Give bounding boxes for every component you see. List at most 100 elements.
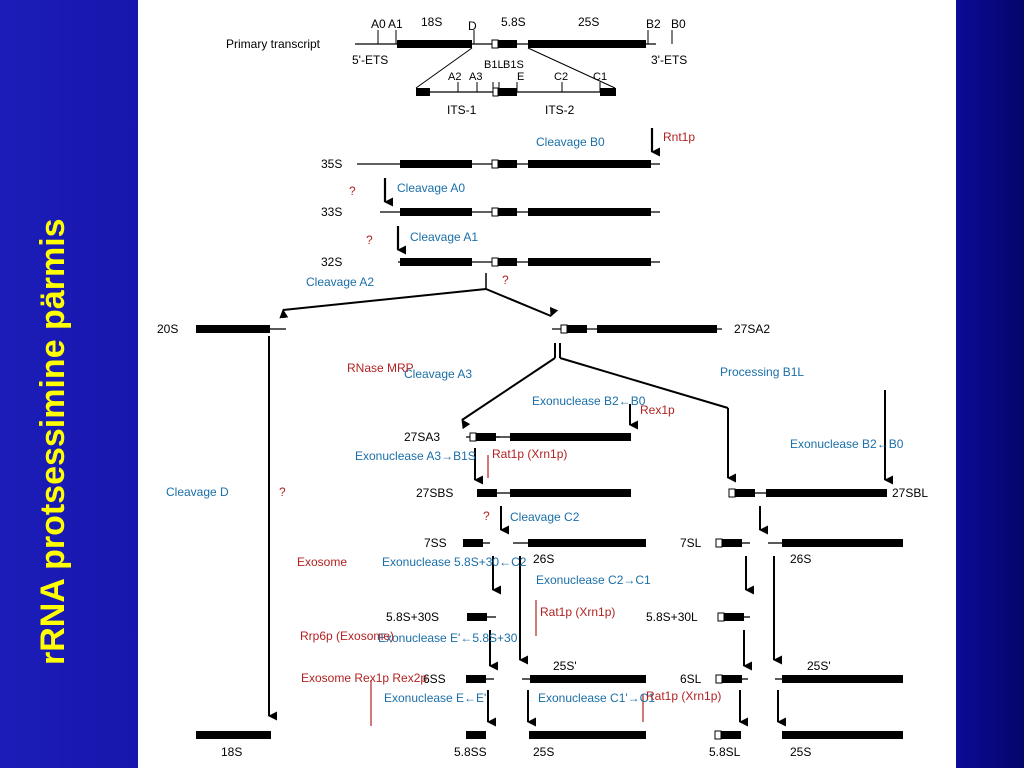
label-18s-top: 18S: [421, 15, 442, 29]
label-58sl-final: 5.8SL: [709, 745, 741, 759]
site-a1-label: A1: [388, 17, 403, 31]
rna-6ss: [466, 675, 494, 683]
enzyme-unknown-d: ?: [279, 485, 286, 499]
process-cleavage-d: Cleavage D: [166, 485, 229, 499]
rna-7ss: [463, 539, 490, 547]
label-26s-l: 26S: [790, 552, 811, 566]
enzyme-rrp6p: Rrp6p (Exosome): [300, 629, 394, 643]
label-6ss: 6SS: [423, 672, 446, 686]
label-58s30-l: 5.8S+30L: [646, 610, 698, 624]
inset-e-label: E: [517, 71, 524, 83]
enzyme-unknown-a1: ?: [366, 233, 373, 247]
process-cleavage-a2: Cleavage A2: [306, 275, 374, 289]
transcript-its1-box: [491, 39, 499, 49]
process-cleavage-a0: Cleavage A0: [397, 181, 465, 195]
process-cleavage-c2: Cleavage C2: [510, 510, 580, 524]
label-7ss: 7SS: [424, 536, 447, 550]
rna-25s-prime-l: [775, 675, 903, 683]
enzyme-rnt1p: Rnt1p: [663, 130, 695, 144]
rna-58sl-final: [714, 730, 741, 740]
label-33s: 33S: [321, 205, 342, 219]
rna-25s-final-l: [782, 731, 903, 739]
rna-58s30-s: [467, 613, 496, 621]
transcript-58s-block: [498, 40, 517, 48]
enzyme-exosome-rex: Exosome Rex1p Rex2p: [301, 671, 427, 685]
label-26s-s: 26S: [533, 552, 554, 566]
rna-6sl: [715, 674, 748, 684]
label-25s-final-s: 25S: [533, 745, 554, 759]
inset-58s-block: [498, 88, 517, 96]
inset-b1l-label: B1L: [484, 59, 504, 71]
enzyme-unknown-a0: ?: [349, 184, 356, 198]
rna-33s: [380, 207, 660, 217]
inset-b1s-label: B1S: [503, 59, 524, 71]
process-exo-c2-c1: Exonuclease C2→C1: [536, 573, 651, 587]
rna-27sbs: [477, 489, 631, 497]
site-b0-label: B0: [671, 17, 686, 31]
rna-26s-l: [768, 539, 903, 547]
enzyme-exosome: Exosome: [297, 555, 347, 569]
zoom-line-right: [527, 47, 616, 89]
transcript-25s-block: [528, 40, 646, 48]
enzyme-unknown-a2: ?: [502, 273, 509, 287]
process-exo-b2-b0: Exonuclease B2←B0: [532, 394, 646, 408]
diagram-panel: [138, 0, 956, 768]
transcript-18s-block: [397, 40, 472, 48]
enzyme-rex1p: Rex1p: [640, 403, 675, 417]
inset-18s-end: [416, 88, 430, 96]
process-cleavage-b0: Cleavage B0: [536, 135, 605, 149]
process-exo-a3-b1s: Exonuclease A3→B1S: [355, 449, 476, 463]
process-processing-b1l: Processing B1L: [720, 365, 804, 379]
rna-27sa3: [466, 432, 631, 442]
rna-7sl: [715, 538, 750, 548]
label-18s-final: 18S: [221, 745, 242, 759]
rna-35s: [357, 159, 660, 169]
enzyme-rnase-mrp: RNase MRP: [347, 361, 414, 375]
label-25s-top: 25S: [578, 15, 599, 29]
arrow-to-27sa2: [485, 288, 559, 317]
process-exo-b2-b0-right: Exonuclease B2←B0: [790, 437, 904, 451]
primary-transcript-label: Primary transcript: [226, 37, 321, 51]
branch-to-b1l: [559, 357, 729, 409]
inset-c1-label: C1: [593, 71, 607, 83]
its2-label: ITS-2: [545, 103, 575, 117]
enzyme-rat1p-1: Rat1p (Xrn1p): [492, 447, 567, 461]
inset-c2-label: C2: [554, 71, 568, 83]
label-7sl: 7SL: [680, 536, 702, 550]
rna-26s-s: [513, 539, 646, 547]
label-58ss-final: 5.8SS: [454, 745, 487, 759]
rna-18s-final: [196, 731, 271, 739]
rna-20s: [196, 325, 286, 333]
process-cleavage-a1: Cleavage A1: [410, 230, 478, 244]
rna-27sbl: [728, 488, 887, 498]
label-27sbl: 27SBL: [892, 486, 928, 500]
label-25s-prime-s: 25S': [553, 659, 577, 673]
enzyme-rat1p-2: Rat1p (Xrn1p): [540, 605, 615, 619]
inset-a3-label: A3: [469, 71, 482, 83]
rna-27sa2: [552, 324, 722, 334]
ets5-label: 5'-ETS: [352, 53, 388, 67]
rna-58ss-final: [466, 731, 486, 739]
label-25s-final-l: 25S: [790, 745, 811, 759]
rna-25s-final-s: [529, 731, 646, 739]
arrow-to-20s: [279, 288, 487, 319]
label-27sbs: 27SBS: [416, 486, 453, 500]
arrow-cleavage-a3: [461, 357, 556, 430]
process-exo-c1-prime: Exonuclease C1'→C1: [538, 691, 655, 705]
rna-25s-prime-s: [522, 675, 646, 683]
inset-25s-start: [600, 88, 616, 96]
ets3-label: 3'-ETS: [651, 53, 687, 67]
enzyme-rat1p-3: Rat1p (Xrn1p): [646, 689, 721, 703]
label-35s: 35S: [321, 157, 342, 171]
its1-label: ITS-1: [447, 103, 477, 117]
label-58s30-s: 5.8S+30S: [386, 610, 439, 624]
label-20s: 20S: [157, 322, 178, 336]
process-exo-58s30-c2: Exonuclease 5.8S+30←C2: [382, 555, 527, 569]
zoom-line-left: [415, 47, 473, 89]
label-6sl: 6SL: [680, 672, 702, 686]
label-32s: 32S: [321, 255, 342, 269]
inset-b1l-box: [492, 87, 499, 97]
process-cleavage-a3: Cleavage A3: [404, 367, 472, 381]
enzyme-unknown-c2: ?: [483, 509, 490, 523]
